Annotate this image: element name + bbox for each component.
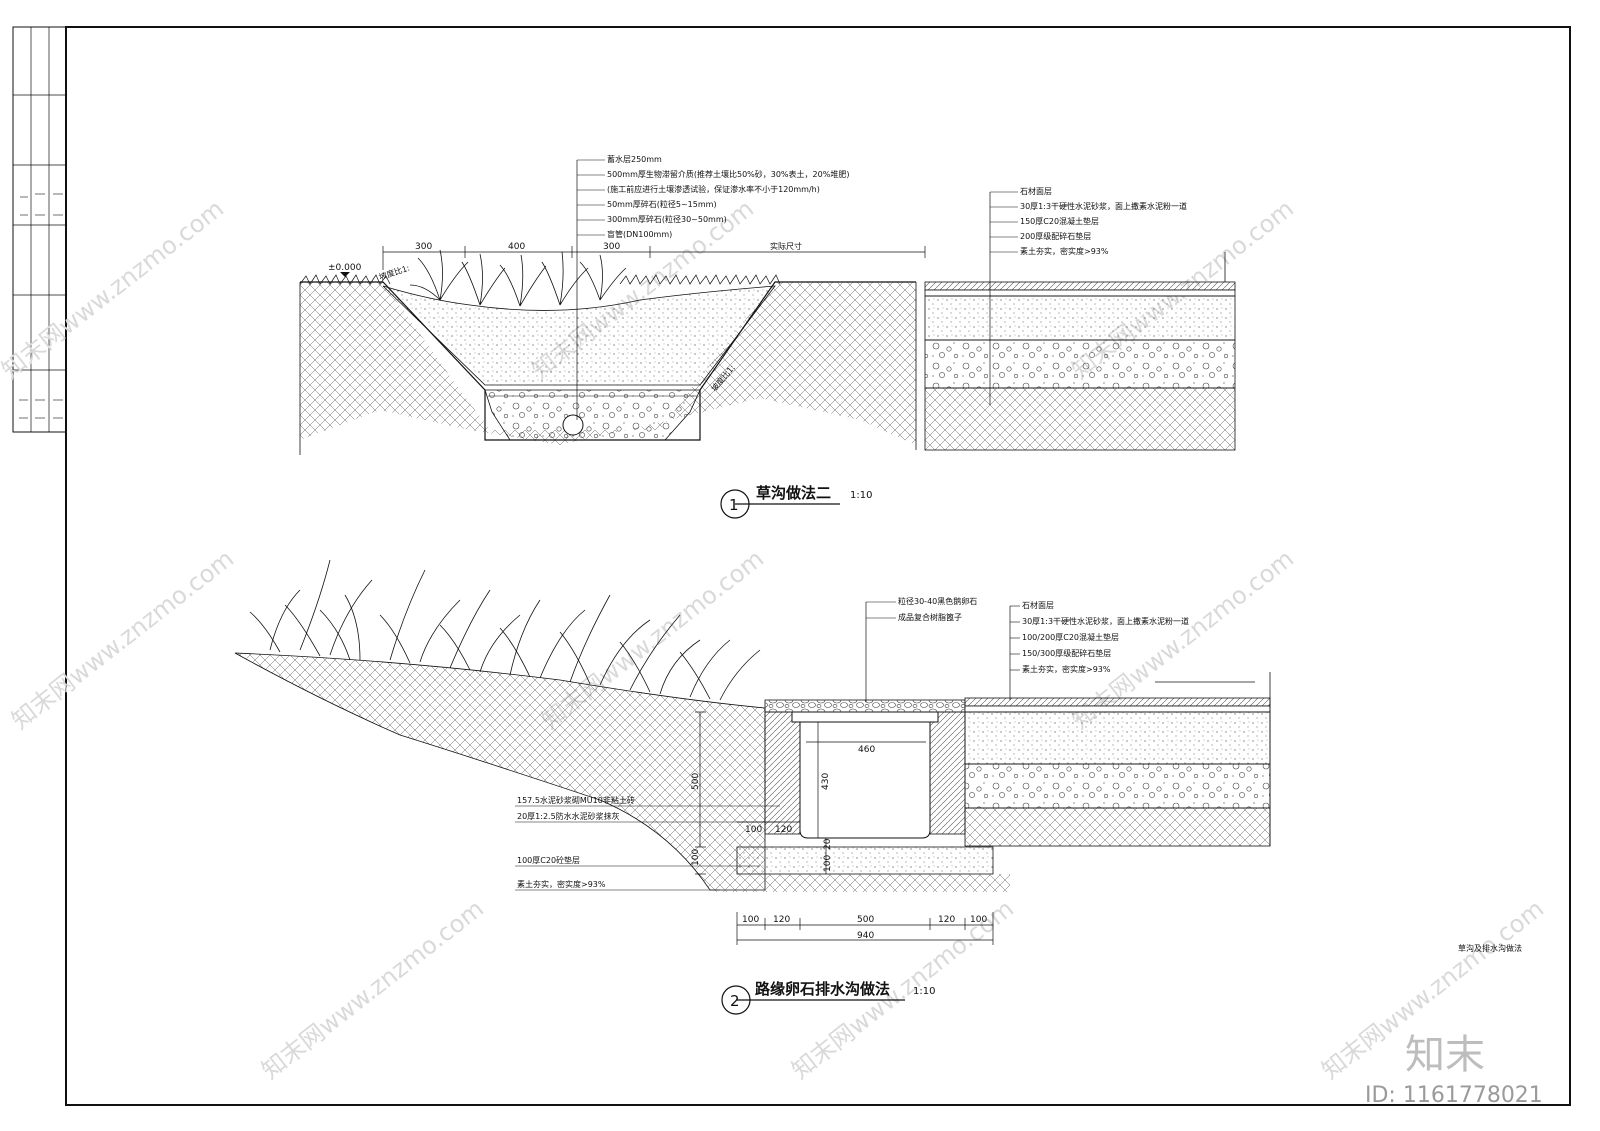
- concrete-base: [736, 846, 994, 875]
- channel-interior: [799, 722, 931, 839]
- swale-outline: [300, 281, 916, 441]
- layer-label: 200厚级配碎石垫层: [1020, 231, 1091, 241]
- grass-clump: [249, 559, 761, 701]
- layer-label: 500mm厚生物滞留介质(推荐土壤比50%砂，30%表土，20%堆肥): [607, 169, 849, 179]
- dim-text: 300: [415, 242, 432, 252]
- dim-text: 100: [742, 915, 759, 925]
- watermark-text: 知末网www.znzmo.com: [6, 544, 239, 734]
- sheet-frame: [12, 26, 1571, 1106]
- detail-scale: 1:10: [850, 490, 872, 501]
- layer-label: 素土夯实，密实度>93%: [1020, 246, 1109, 256]
- layer-label: 成品复合树脂篦子: [898, 612, 962, 622]
- slope-soil: [234, 652, 766, 891]
- layer-label: 30厚1:3干硬性水泥砂浆，面上撒素水泥粉一道: [1022, 616, 1189, 626]
- dim-text: 100: [691, 849, 701, 866]
- dimension-line-1: [382, 246, 926, 270]
- dim-text: 120: [773, 915, 790, 925]
- layer-label: (施工前应进行土壤渗透试验，保证渗水率不小于120mm/h): [607, 184, 820, 194]
- dim-text: 460: [858, 745, 875, 755]
- dim-text: 500: [857, 915, 874, 925]
- detail-title: 路缘卵石排水沟做法: [755, 980, 890, 998]
- detail-number: 1: [729, 496, 739, 514]
- subgrade-soil: [300, 282, 916, 445]
- layer-label: 20厚1:2.5防水水泥砂浆抹灰: [517, 811, 620, 821]
- layer-label: 石材面层: [1022, 600, 1054, 610]
- layer-label: 盲管(DN100mm): [607, 229, 672, 239]
- detail-2-section: 460 430 500 100 120 100 100 20 100 120 5…: [234, 559, 1271, 1015]
- gravel-layer: [484, 389, 701, 441]
- dim-text: 120: [775, 825, 792, 835]
- cobble-cap: [764, 699, 966, 713]
- slope-label-left: 坡度比1:: [378, 263, 411, 282]
- dim-text: 500: [691, 773, 701, 790]
- dim-text: 20: [823, 838, 833, 850]
- dim-text: 100: [823, 855, 833, 872]
- elevation-label: ±0.000: [328, 263, 362, 273]
- dim-text: 400: [508, 242, 525, 252]
- resin-grate: [791, 711, 939, 723]
- watermark-text: 知末网www.znzmo.com: [256, 894, 489, 1084]
- blind-pipe: [562, 414, 584, 436]
- dim-text-total: 940: [857, 931, 874, 941]
- layer-label: 粒径30-40黑色鹅卵石: [898, 596, 977, 606]
- layer-label: 石材面层: [1020, 186, 1052, 196]
- layer-label: 30厚1:3干硬性水泥砂浆，面上撒素水泥粉一道: [1020, 201, 1187, 211]
- dim-text: 430: [821, 773, 831, 790]
- detail-number: 2: [730, 992, 740, 1010]
- detail-1-section: ±0.000 坡度比1: 坡度比1: 300 400 300 实际尺寸 蓄水层2…: [299, 154, 1236, 519]
- dim-text: 120: [938, 915, 955, 925]
- brick-wall-left: [764, 711, 801, 835]
- layer-label: 157.5水泥砂浆砌MU10非粘土砖: [517, 795, 635, 805]
- brand-logo: 知末: [1405, 1032, 1485, 1078]
- layer-label: 素土夯实，密实度>93%: [517, 879, 606, 889]
- dim-text: 实际尺寸: [770, 241, 802, 251]
- brick-wall-right: [929, 711, 966, 835]
- watermark-text: 知末网www.znzmo.com: [0, 194, 229, 384]
- detail-scale: 1:10: [913, 986, 935, 997]
- swale-plants: [409, 249, 627, 307]
- layer-label: 蓄水层250mm: [607, 154, 662, 164]
- id-label: ID: 1161778021: [1365, 1083, 1543, 1108]
- layer-label: 100/200厚C20混凝土垫层: [1022, 632, 1119, 642]
- layer-label: 150厚C20混凝土垫层: [1020, 216, 1099, 226]
- sheet-caption: 草沟及排水沟做法: [1458, 943, 1522, 953]
- dim-text: 100: [745, 825, 762, 835]
- layer-label: 50mm厚碎石(粒径5~15mm): [607, 199, 717, 209]
- layer-label: 素土夯实，密实度>93%: [1022, 664, 1111, 674]
- bioretention-media: [382, 285, 776, 386]
- layer-label: 300mm厚碎石(粒径30~50mm): [607, 214, 727, 224]
- layer-label: 100厚C20砼垫层: [517, 855, 580, 865]
- dim-text: 100: [970, 915, 987, 925]
- detail-title: 草沟做法二: [756, 484, 831, 502]
- layer-label: 150/300厚级配碎石垫层: [1022, 648, 1111, 658]
- dim-text: 300: [603, 242, 620, 252]
